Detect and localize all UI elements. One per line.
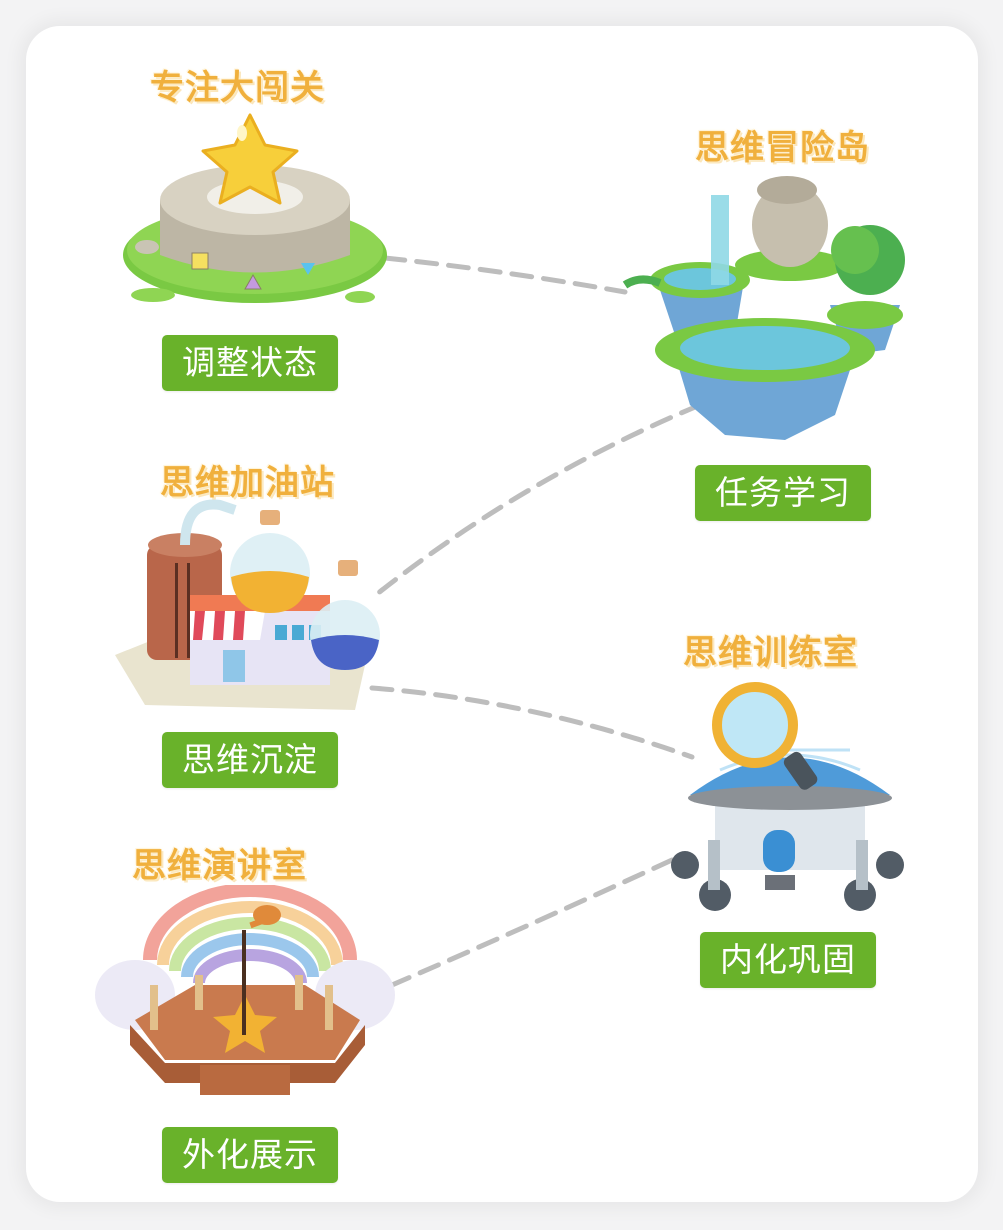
potion-shop-icon: [115, 499, 380, 710]
station-title: 思维加油站: [160, 463, 335, 503]
rainbow-stage-icon: [95, 885, 395, 1095]
floating-island-icon: [622, 176, 905, 440]
star-pedestal-icon: [123, 113, 387, 303]
station-label-button[interactable]: 任务学习: [695, 465, 871, 521]
station-title: 思维冒险岛: [695, 128, 870, 168]
station-label-button[interactable]: 思维沉淀: [162, 732, 338, 788]
station-title: 专注大闯关: [150, 68, 325, 108]
station-title: 思维训练室: [683, 633, 858, 673]
station-label-button[interactable]: 调整状态: [162, 335, 338, 391]
connector-2-3: [369, 402, 703, 601]
magnifier-dome-icon: [671, 682, 904, 911]
station-label-button[interactable]: 内化巩固: [700, 932, 876, 988]
connector-4-5: [382, 857, 675, 991]
station-label-button[interactable]: 外化展示: [162, 1127, 338, 1183]
connector-1-2: [382, 255, 628, 295]
station-title: 思维演讲室: [132, 846, 307, 886]
connector-3-4: [369, 685, 695, 760]
